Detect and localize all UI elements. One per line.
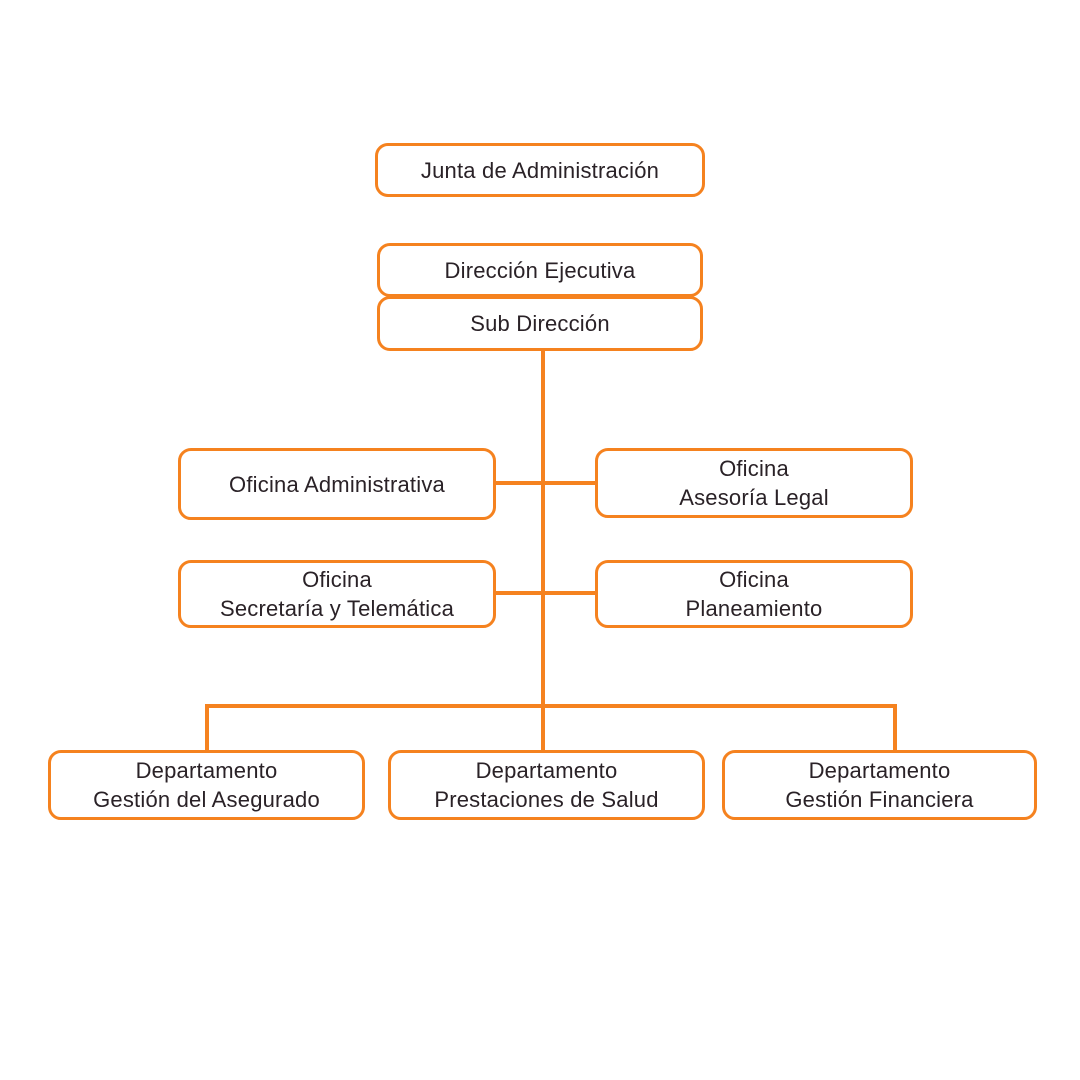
node-oficina-planeamiento: Oficina Planeamiento [595, 560, 913, 628]
node-direccion-ejecutiva: Dirección Ejecutiva [377, 243, 703, 297]
node-label: Departamento [808, 758, 951, 783]
connector-bottom-horizontal [205, 704, 897, 708]
node-label: Secretaría y Telemática [219, 596, 455, 621]
node-label: Gestión del Asegurado [93, 787, 320, 812]
node-label: Oficina [719, 456, 789, 481]
node-oficina-secretaria-telematica: Oficina Secretaría y Telemática [178, 560, 496, 628]
node-label: Oficina Administrativa [229, 471, 445, 497]
node-label: Departamento [475, 758, 618, 783]
node-junta-administracion: Junta de Administración [375, 143, 705, 197]
node-departamento-gestion-financiera: Departamento Gestión Financiera [722, 750, 1037, 820]
node-label: Prestaciones de Salud [434, 787, 659, 812]
node-label: Sub Dirección [470, 311, 610, 336]
node-label: Junta de Administración [420, 157, 660, 183]
node-departamento-gestion-asegurado: Departamento Gestión del Asegurado [48, 750, 365, 820]
node-label: Oficina [719, 567, 789, 592]
node-oficina-asesoria-legal: Oficina Asesoría Legal [595, 448, 913, 518]
node-label: Planeamiento [685, 596, 823, 621]
node-oficina-administrativa: Oficina Administrativa [178, 448, 496, 520]
node-label: Dirección Ejecutiva [444, 257, 636, 283]
node-label: Departamento [135, 758, 278, 783]
connector-row2-horizontal [494, 591, 597, 595]
node-departamento-prestaciones-salud: Departamento Prestaciones de Salud [388, 750, 705, 820]
connector-bottom-right-drop [893, 704, 897, 752]
connector-center-vertical [541, 349, 545, 752]
node-label: Gestión Financiera [785, 787, 974, 812]
node-label: Asesoría Legal [679, 485, 829, 510]
connector-row1-horizontal [494, 481, 597, 485]
node-label: Oficina [302, 567, 372, 592]
node-sub-direccion: Sub Dirección [377, 296, 703, 351]
connector-bottom-left-drop [205, 704, 209, 752]
